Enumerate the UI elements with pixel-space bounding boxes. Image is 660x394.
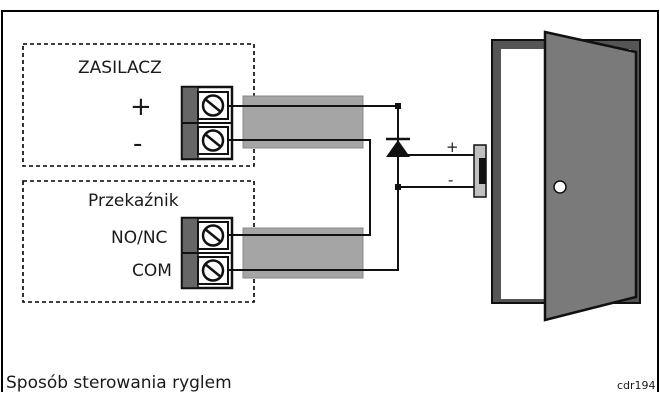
lock-minus-label: - [448,171,453,189]
wire-com-to-lock [224,186,474,271]
junction-top [395,103,401,109]
relay-outline [22,180,255,303]
power-supply-title: ZASILACZ [78,58,162,78]
wire-negative-to-relay [224,139,371,236]
relay-com-label: COM [132,261,172,281]
door-leaf [543,30,638,322]
relay-box: Przekaźnik NO/NC COM [22,180,255,303]
figure-frame [1,10,659,392]
figure-code: cdr194 [617,379,656,392]
power-minus-label: - [133,129,142,159]
electric-strike-icon [473,144,487,198]
power-supply-box: ZASILACZ + - [22,43,255,167]
screw-terminal-icon [180,85,234,161]
relay-title: Przekaźnik [88,191,179,211]
diode-icon [386,137,410,157]
door-icon [491,30,641,322]
figure-caption: Sposób sterowania ryglem [6,373,232,393]
screw-terminal-icon [180,216,234,290]
door-knob-icon [553,180,567,194]
junction-bottom [395,184,401,190]
power-plus-label: + [130,92,152,122]
relay-no-nc-label: NO/NC [111,228,167,248]
lock-plus-label: + [446,138,459,156]
power-supply-outline [22,43,255,167]
